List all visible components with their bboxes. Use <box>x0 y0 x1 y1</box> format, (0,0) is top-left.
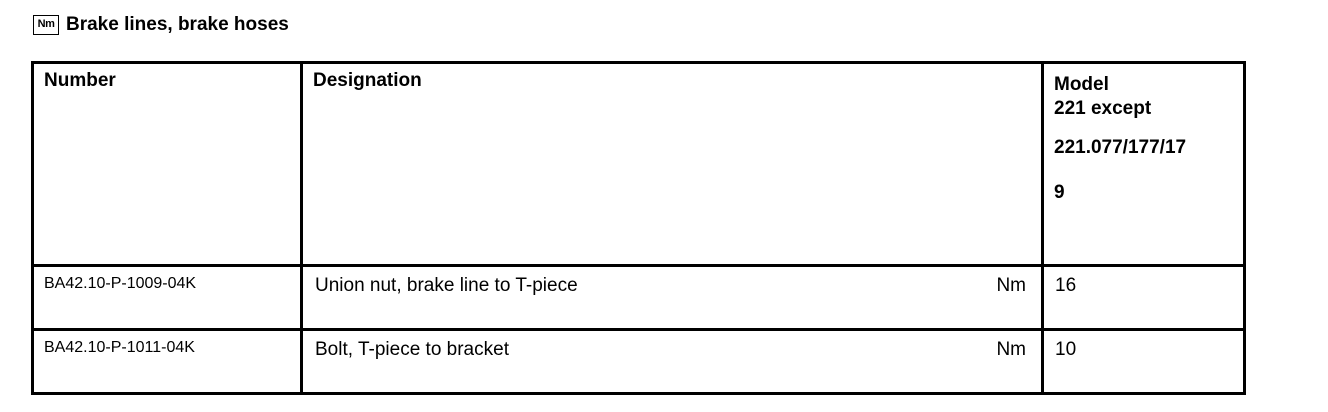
header-model-line: 9 <box>1054 182 1065 203</box>
row-number: BA42.10-P-1011-04K <box>31 328 303 395</box>
header-number: Number <box>31 61 303 267</box>
header-model-line: 221.077/177/17 <box>1054 137 1187 158</box>
header-model-line: Model <box>1054 74 1109 95</box>
row-value: 16 <box>1041 264 1246 331</box>
row-number: BA42.10-P-1009-04K <box>31 264 303 331</box>
table-header-row: Number Designation Model 221 except 221.… <box>31 61 1246 267</box>
row-unit: Nm <box>996 339 1026 360</box>
row-designation: Union nut, brake line to T-piece <box>315 275 578 296</box>
header-model-line: 221 except <box>1054 98 1152 119</box>
table-row: BA42.10-P-1009-04K Union nut, brake line… <box>31 264 1246 331</box>
row-unit: Nm <box>996 275 1026 296</box>
table-row: BA42.10-P-1011-04K Bolt, T-piece to brac… <box>31 328 1246 395</box>
torque-nm-icon: Nm <box>33 15 59 35</box>
row-designation-cell: Union nut, brake line to T-piece Nm <box>300 264 1044 331</box>
header-designation: Designation <box>300 61 1044 267</box>
row-designation-cell: Bolt, T-piece to bracket Nm <box>300 328 1044 395</box>
section-heading: Nm Brake lines, brake hoses <box>33 12 289 38</box>
row-value: 10 <box>1041 328 1246 395</box>
header-model: Model 221 except 221.077/177/17 9 <box>1041 61 1246 267</box>
torque-spec-table: Number Designation Model 221 except 221.… <box>31 61 1246 395</box>
row-designation: Bolt, T-piece to bracket <box>315 339 509 360</box>
section-title: Brake lines, brake hoses <box>66 14 289 35</box>
